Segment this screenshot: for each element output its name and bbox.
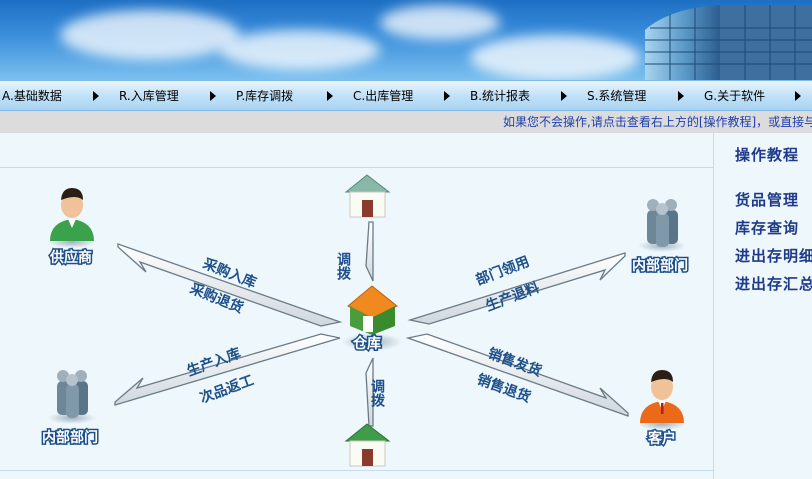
warehouse-label: 仓库 [352, 335, 381, 352]
notice-bar: 如果您不会操作,请点击查看右上方的[操作教程]，或直接与 [0, 111, 812, 134]
flow-label-prod-return: 生产退料 [483, 279, 541, 315]
goods-management-link[interactable]: 货品管理 [735, 191, 800, 209]
menu-outbound[interactable]: C.出库管理 [353, 89, 414, 103]
menu-arrow-icon [795, 91, 801, 101]
department-group-icon [638, 199, 686, 252]
flow-arrow [114, 333, 341, 406]
menu-arrow-icon [93, 91, 99, 101]
warehouse-icon [342, 285, 402, 351]
menu-arrow-icon [678, 91, 684, 101]
menu-bar: A.基础数据 R.入库管理 P.库存调拨 C.出库管理 B.统计报表 S.系统管… [0, 80, 812, 111]
flow-arrow [405, 333, 629, 417]
supplier-label: 供应商 [49, 249, 92, 266]
divider [0, 167, 713, 168]
supplier-person-icon [48, 188, 96, 248]
menu-basic-data[interactable]: A.基础数据 [2, 89, 62, 103]
department-group-icon [48, 370, 96, 424]
internal-dept-bottom-label: 内部部门 [42, 429, 98, 446]
menu-arrow-icon [210, 91, 216, 101]
house-icon [344, 423, 391, 467]
menu-arrow-icon [444, 91, 450, 101]
menu-system[interactable]: S.系统管理 [587, 89, 647, 103]
divider [713, 133, 714, 479]
menu-arrow-icon [561, 91, 567, 101]
flow-label-transfer-bottom: 调拨 [369, 379, 385, 408]
flow-arrow [365, 221, 374, 282]
flow-label-dept-use: 部门领用 [473, 253, 531, 289]
header-banner [0, 0, 812, 80]
internal-dept-top-label: 内部部门 [632, 257, 688, 274]
inout-detail-link[interactable]: 进出存明细 [735, 247, 812, 265]
building-image [645, 5, 812, 80]
flow-arrow [407, 252, 626, 325]
menu-inbound[interactable]: R.入库管理 [119, 89, 179, 103]
house-icon [344, 174, 391, 218]
menu-arrow-icon [327, 91, 333, 101]
stock-query-link[interactable]: 库存查询 [735, 219, 800, 237]
menu-reports[interactable]: B.统计报表 [470, 89, 531, 103]
customer-label: 客户 [647, 430, 676, 447]
notice-marquee-text: 如果您不会操作,请点击查看右上方的[操作教程]，或直接与 [503, 115, 812, 129]
customer-person-icon [638, 370, 686, 430]
menu-about[interactable]: G.关于软件 [704, 89, 766, 103]
inout-summary-link[interactable]: 进出存汇总 [735, 275, 812, 293]
flow-label-transfer-top: 调拨 [335, 252, 351, 281]
divider [0, 470, 713, 471]
menu-transfer[interactable]: P.库存调拨 [236, 89, 294, 103]
tutorial-link[interactable]: 操作教程 [735, 146, 800, 164]
flow-arrow [117, 243, 343, 327]
flow-diagram: 采购入库 采购退货 部门领用 生产退料 生产入库 次品返工 销售发货 销售退货 … [41, 174, 690, 467]
